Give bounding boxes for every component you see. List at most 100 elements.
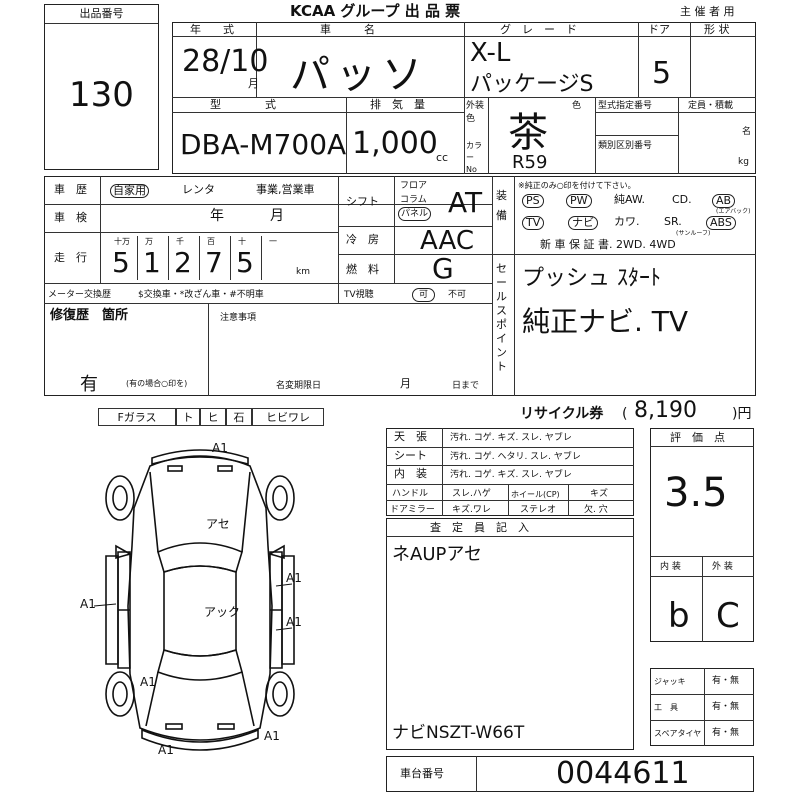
transfer-deadline-label: 名変期限日 — [276, 381, 322, 391]
interior-row-label: 天 張 — [394, 430, 427, 443]
inspector-label: 査 定 員 記 入 — [430, 521, 529, 534]
mileage-unit-label: 万 — [145, 237, 153, 246]
mark-left: A1 — [80, 597, 96, 611]
stereo-options[interactable]: 欠. 穴 — [584, 505, 608, 515]
lot-number-value: 130 — [69, 75, 134, 115]
mileage-digit: 7 — [205, 246, 223, 279]
mileage-digit: 5 — [112, 246, 130, 279]
tv-yes[interactable]: 可 — [412, 288, 436, 302]
class-number-label: 類別区別番号 — [598, 141, 653, 151]
year-value: 28/10 — [182, 44, 269, 79]
lot-number-label: 出品番号 — [79, 7, 124, 20]
score-value: 3.5 — [664, 470, 728, 516]
equipment-option[interactable]: PS — [522, 194, 544, 208]
rear-bumper — [141, 728, 259, 751]
displacement-value: 1,000 — [352, 126, 438, 161]
front-right-wheel — [265, 475, 295, 521]
tool-value[interactable]: 有・無 — [712, 728, 740, 738]
fuel-label: 燃 料 — [346, 263, 379, 276]
equipment-option[interactable]: ナビ — [568, 216, 598, 230]
sales-point-line-1: プッシュ ｽﾀｰﾄ — [522, 266, 661, 291]
equipment-note: ※純正のみ○印を付けて下さい。 — [518, 181, 636, 190]
shift-floor[interactable]: フロア — [400, 181, 428, 191]
mileage-unit-label: 百 — [207, 237, 215, 246]
glass-item[interactable]: Fガラス — [98, 408, 176, 426]
mark-roof: アセ — [206, 517, 230, 531]
car-name-value: パッソ — [290, 52, 428, 98]
grade-value-2: パッケージS — [470, 72, 594, 97]
glass-item[interactable]: 石 — [226, 408, 252, 426]
shift-label: シフト — [346, 195, 379, 208]
equipment-option[interactable]: SR. — [664, 215, 682, 228]
shaken-month: 月 — [270, 208, 284, 224]
mark-right-1: A1 — [286, 571, 302, 585]
mark-body: アック — [204, 605, 240, 619]
aircon-label: 冷 房 — [346, 233, 379, 246]
tool-value[interactable]: 有・無 — [712, 676, 740, 686]
mileage-digit: 5 — [236, 246, 254, 279]
aircon-value: AAC — [420, 226, 474, 256]
score-label: 評 価 点 — [670, 431, 725, 444]
shape-label: 形 状 — [704, 23, 730, 36]
displacement-unit: cc — [436, 151, 449, 164]
mirror-options[interactable]: キズ.ワレ — [452, 505, 491, 515]
glass-item[interactable]: ヒビワレ — [252, 408, 324, 426]
meter-exchange-options[interactable]: $交換車・*改ざん車・#不明車 — [138, 290, 264, 300]
car-damage-diagram[interactable]: A1 アセ アック A1 A1 A1 A1 A1 A1 — [80, 436, 320, 764]
wheel-options[interactable]: キズ — [590, 489, 609, 499]
mileage-unit-label: 千 — [176, 237, 184, 246]
displacement-label: 排 気 量 — [370, 98, 425, 111]
color-value: 茶 — [508, 110, 548, 156]
inspector-line-2: ナビNSZT-W66T — [392, 723, 525, 743]
equipment-label: 装備 — [496, 189, 507, 222]
equipment-option[interactable]: カワ. — [614, 215, 640, 228]
recycle-label: リサイクル券 — [520, 406, 604, 422]
equipment-option[interactable]: ABS — [706, 216, 736, 230]
shift-column[interactable]: コラム — [400, 195, 427, 205]
history-rental[interactable]: レンタ — [182, 183, 215, 196]
equipment-option[interactable]: CD. — [672, 193, 692, 206]
glass-item[interactable]: ヒ — [200, 408, 226, 426]
interior-row-options[interactable]: 汚れ. コゲ. ヘタリ. スレ. ヤブレ — [450, 451, 581, 462]
shaken-label: 車 検 — [54, 211, 87, 224]
model-value: DBA-M700A — [180, 128, 347, 161]
middle-form — [44, 176, 756, 396]
model-label: 型 式 — [210, 98, 276, 111]
repair-history-label: 修復歴 箇所 — [50, 308, 129, 323]
tool-label: ジャッキ — [654, 677, 686, 686]
front-bumper — [151, 449, 249, 466]
capacity-person-unit: 名 — [742, 127, 752, 137]
equipment-option[interactable]: 純AW. — [614, 193, 646, 206]
shift-panel[interactable]: パネル — [398, 207, 432, 221]
mark-right-2: A1 — [286, 615, 302, 629]
mileage-unit-label: 十 — [238, 237, 246, 246]
meter-exchange-label: メーター交換歴 — [48, 290, 112, 300]
exterior-score-value: C — [716, 596, 740, 636]
tool-value[interactable]: 有・無 — [712, 702, 740, 712]
color-label: 外装色 — [466, 101, 485, 124]
interior-score-label: 内 装 — [660, 562, 681, 572]
recycle-value: 8,190 — [634, 398, 697, 423]
shift-value: AT — [448, 186, 483, 219]
handle-options[interactable]: スレ.ハゲ — [452, 489, 491, 499]
handle-label: ハンドル — [392, 489, 429, 499]
equipment-option[interactable]: AB — [712, 194, 736, 208]
equipment-row-3: 新 車 保 証 書. 2WD. 4WD — [540, 238, 676, 251]
recycle-paren-close: )円 — [732, 406, 752, 422]
equipment-option[interactable]: TV — [522, 216, 545, 230]
right-doors — [269, 551, 283, 669]
interior-condition-table — [386, 428, 634, 516]
car-name-label: 車 名 — [320, 23, 375, 36]
interior-row-label: 内 装 — [394, 467, 427, 481]
history-business[interactable]: 事業,営業車 — [256, 183, 315, 196]
color-field-label: 色 — [572, 101, 582, 111]
equipment-option[interactable]: PW — [566, 194, 592, 208]
interior-row-options[interactable]: 汚れ. コゲ. キズ. スレ. ヤブレ — [450, 470, 572, 481]
tv-no[interactable]: 不可 — [448, 290, 467, 300]
grade-label: グ レ ー ド — [500, 23, 577, 36]
history-private[interactable]: 自家用 — [110, 184, 149, 198]
interior-row-options[interactable]: 汚れ. コゲ. キズ. スレ. ヤブレ — [450, 433, 572, 443]
transfer-month: 月 — [400, 377, 411, 390]
glass-item[interactable]: ト — [176, 408, 200, 426]
mark-rear-right: A1 — [264, 729, 280, 743]
